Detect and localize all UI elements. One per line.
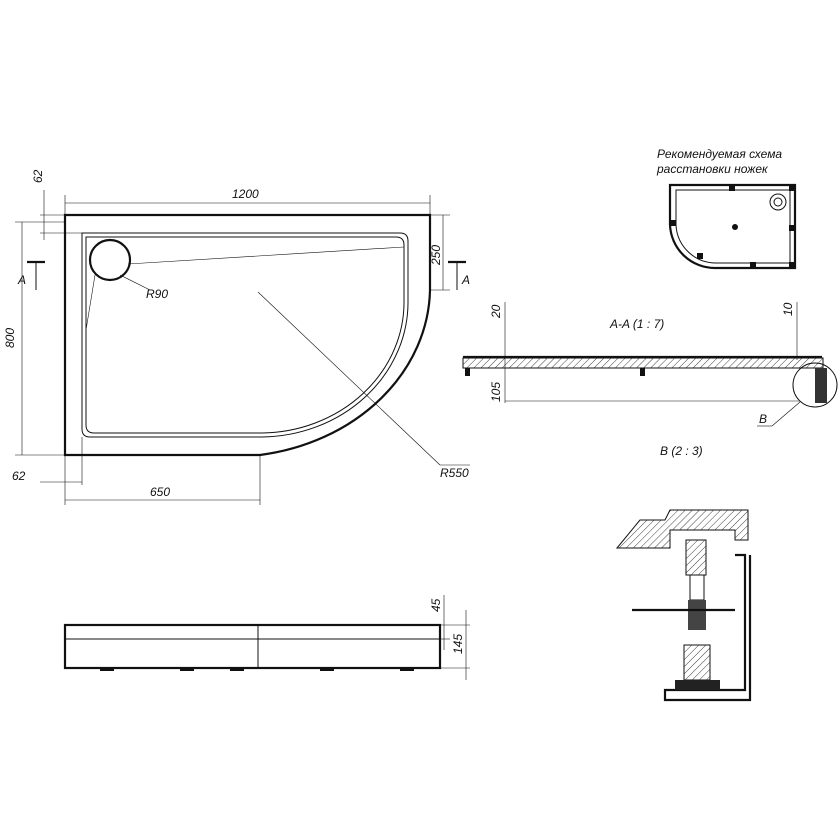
dim-straight-length: 650 (150, 485, 170, 499)
plan-view: 1200 62 800 250 A A R90 R550 62 650 (3, 169, 470, 505)
tray-basin (85, 236, 405, 434)
section-mark-right: A (461, 273, 470, 287)
dim-right-offset: 250 (429, 245, 443, 266)
dim-top-offset: 62 (31, 169, 45, 183)
radius-drain: R90 (146, 287, 168, 301)
tray-outline (63, 213, 432, 457)
drain-circle (88, 238, 132, 282)
legs-scheme-title-2: расстановки ножек (656, 162, 769, 176)
dim-total: 145 (451, 634, 465, 654)
dim-left-top: 20 (489, 304, 503, 319)
dim-right-top: 10 (781, 302, 795, 316)
radius-arc: R550 (440, 466, 469, 480)
dim-left-bottom-offset: 62 (12, 469, 26, 483)
detail-b: B (2 : 3) (615, 444, 752, 702)
tray-inner-rim (81, 232, 409, 438)
section-mark-left: A (17, 273, 26, 287)
legs-scheme-title-1: Рекомендуемая схема (657, 147, 782, 161)
dim-rim: 45 (429, 598, 443, 612)
dim-height-aa: 105 (489, 382, 503, 402)
detail-callout: B (759, 412, 767, 426)
dim-height: 800 (3, 328, 17, 348)
legs-scheme: Рекомендуемая схема расстановки ножек (656, 147, 797, 270)
section-aa-title: A-A (1 : 7) (609, 317, 664, 331)
dim-width: 1200 (232, 187, 259, 201)
detail-b-title: B (2 : 3) (660, 444, 703, 458)
section-aa: A-A (1 : 7) 20 105 10 B (462, 302, 838, 427)
side-view: 45 145 (63, 595, 470, 680)
